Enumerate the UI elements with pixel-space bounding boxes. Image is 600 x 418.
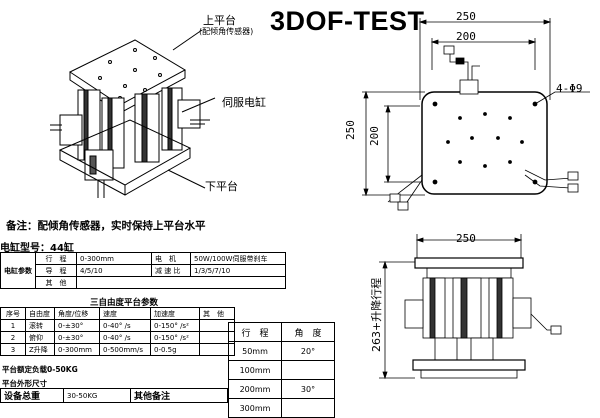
table-row: 50mm 20° — [228, 341, 335, 361]
table-row: 100mm — [228, 360, 335, 380]
table-row: 2 俯仰 0-±30° 0-40° /s 0-150° /s² — [0, 331, 235, 344]
outer-size-label: 平台外形尺寸 — [2, 379, 47, 388]
table-row: 电缸参数 行 程 0-300mm 电 机 50W/100W伺服带刹车 — [0, 252, 286, 289]
side-view-drawing — [379, 234, 562, 380]
table-cell: 行 程 — [35, 252, 77, 265]
dof-title: 三自由度平台参数 — [90, 298, 159, 308]
bottom-table: 设备总重 30-50KG 其他备注 — [0, 388, 228, 403]
dim-left-200: 200 — [368, 126, 381, 146]
table-cell — [76, 276, 286, 289]
table-cell: 200mm — [228, 379, 282, 399]
table-cell: 1 — [0, 319, 26, 332]
table-cell: 0-±30° — [54, 331, 100, 344]
leader-cylinder — [181, 97, 216, 113]
table-cell: 其 他 — [35, 276, 77, 289]
table-cell: 20° — [281, 341, 335, 361]
table-row: 300mm — [228, 398, 335, 418]
table-row: 导 程 4/5/10 减 速 比 1/3/5/7/10 — [1, 264, 286, 277]
table-cell: 0-150° /s² — [150, 331, 200, 344]
drawing-title: 3DOF-TEST — [270, 6, 425, 36]
cylinder-spec-table: 电缸参数 行 程 0-300mm 电 机 50W/100W伺服带刹车 导 程 4… — [0, 252, 286, 289]
table-cell: 设备总重 — [0, 388, 64, 403]
leader-bottom — [167, 169, 206, 189]
table-cell: 减 速 比 — [151, 264, 191, 277]
table-header: 角度/位移 — [54, 307, 100, 320]
top-view-drawing — [362, 18, 590, 211]
table-cell: 0-40° /s — [99, 319, 151, 332]
table-cell: 1/3/5/7/10 — [190, 264, 286, 277]
table-cell: 3 — [0, 343, 26, 356]
cylinder-model: 电缸型号：44缸 — [0, 243, 74, 254]
stroke-angle-table: 行 程 角 度 50mm 20° 100mm 200mm 30° 300mm — [228, 322, 335, 418]
table-cell: 0-500mm/s — [99, 343, 151, 356]
table-header: 行 程 — [228, 322, 282, 342]
dim-left-250: 250 — [344, 120, 357, 140]
dim-top-200: 200 — [456, 30, 476, 43]
table-header: 其 他 — [199, 307, 235, 320]
table-header: 角 度 — [281, 322, 335, 342]
table-cell: 50W/100W伺服带刹车 — [190, 252, 286, 265]
table-row: 其 他 — [1, 276, 286, 289]
table-row: 设备总重 30-50KG 其他备注 — [0, 388, 228, 403]
top-platform-sublabel: (配倾角传感器) — [199, 27, 254, 36]
servo-cylinder-label: 伺服电缸 — [222, 96, 266, 109]
table-header: 序号 — [0, 307, 26, 320]
table-cell: 0-40° /s — [99, 331, 151, 344]
table-header: 自由度 — [25, 307, 55, 320]
table-cell: 30° — [281, 379, 335, 399]
front-motor — [84, 149, 114, 198]
bottom-plate — [58, 119, 192, 196]
table-cell: 100mm — [228, 360, 282, 380]
dof-table: 序号 自由度 角度/位移 速度 加速度 其 他 1 滚转 0-±30° 0-40… — [0, 307, 235, 356]
table-cell: 其他备注 — [130, 388, 228, 403]
leader-top — [172, 29, 203, 51]
dim-hole-spec: 4-Φ9 — [556, 82, 583, 95]
table-row: 3 Z升降 0-300mm 0-500mm/s 0-0.5g — [0, 343, 235, 356]
table-header: 速度 — [99, 307, 151, 320]
table-cell: 电 机 — [151, 252, 191, 265]
table-cell: 300mm — [228, 398, 282, 418]
table-header: 加速度 — [150, 307, 200, 320]
table-header-row: 序号 自由度 角度/位移 速度 加速度 其 他 — [0, 307, 235, 320]
spec-group-label: 电缸参数 — [0, 252, 36, 289]
top-platform-label: 上平台 — [203, 14, 236, 27]
bottom-platform-label: 下平台 — [205, 180, 238, 193]
table-cell: 导 程 — [35, 264, 77, 277]
table-cell: 0-300mm — [54, 343, 100, 356]
dim-top-250: 250 — [456, 10, 476, 23]
table-row: 1 滚转 0-±30° 0-40° /s 0-150° /s² — [0, 319, 235, 332]
table-cell: 0-±30° — [54, 319, 100, 332]
rated-load-label: 平台额定负载0-50KG — [2, 365, 78, 374]
table-header-row: 行 程 角 度 — [228, 322, 335, 342]
table-cell: 30-50KG — [63, 388, 131, 403]
table-cell: 4/5/10 — [76, 264, 152, 277]
top-plate-outline — [421, 91, 548, 195]
table-cell — [281, 360, 335, 380]
table-cell: Z升降 — [25, 343, 55, 356]
table-row: 200mm 30° — [228, 379, 335, 399]
table-cell: 0-300mm — [76, 252, 152, 265]
table-cell: 0-150° /s² — [150, 319, 200, 332]
table-cell: 0-0.5g — [150, 343, 200, 356]
table-cell — [281, 398, 335, 418]
note-text: 备注：配倾角传感器，实时保持上平台水平 — [6, 220, 206, 232]
table-cell: 俯仰 — [25, 331, 55, 344]
table-cell: 2 — [0, 331, 26, 344]
platform-isometric-drawing — [50, 29, 216, 198]
table-cell: 滚转 — [25, 319, 55, 332]
dim-side-250: 250 — [456, 232, 476, 245]
dim-side-height: 263+升降行程 — [370, 277, 383, 352]
table-cell: 50mm — [228, 341, 282, 361]
